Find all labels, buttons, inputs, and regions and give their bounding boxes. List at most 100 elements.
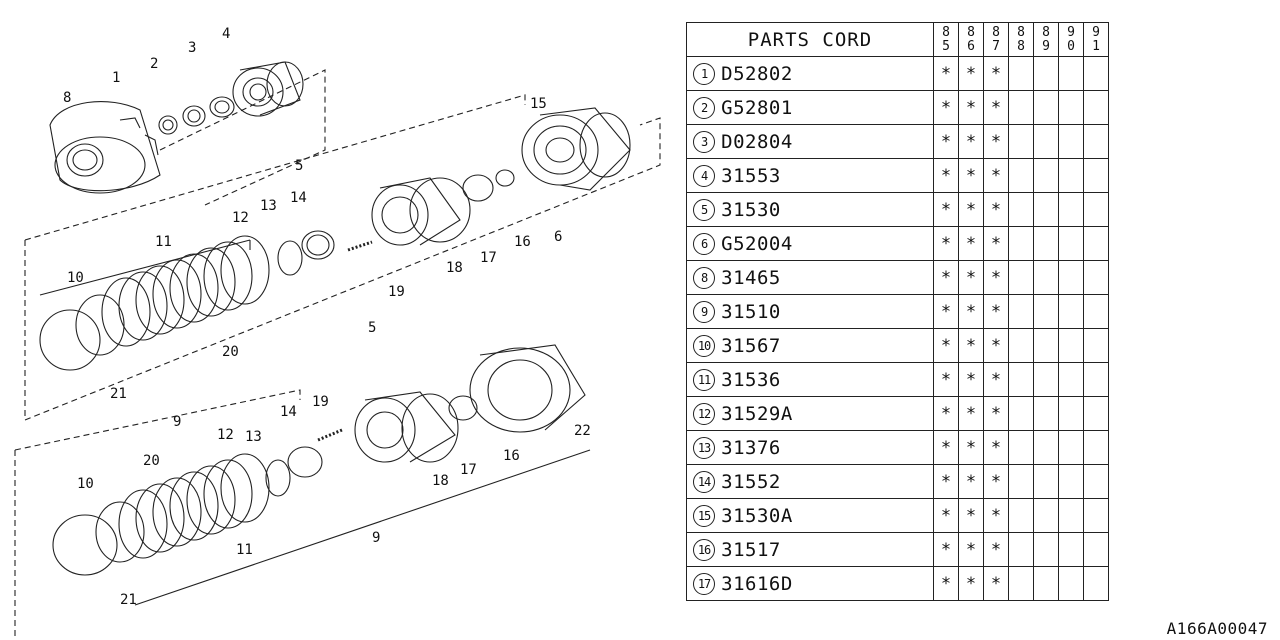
applicability-mark bbox=[1083, 90, 1109, 125]
callout-label: 21 bbox=[120, 592, 137, 608]
row-number: 11 bbox=[693, 368, 716, 391]
applicability-mark: * bbox=[933, 158, 959, 193]
applicability-mark: * bbox=[958, 498, 984, 533]
applicability-mark: * bbox=[983, 328, 1009, 363]
applicability-mark bbox=[1058, 328, 1084, 363]
applicability-mark bbox=[1008, 260, 1034, 295]
applicability-mark: * bbox=[933, 566, 959, 601]
callout-label: 18 bbox=[432, 473, 449, 489]
applicability-mark bbox=[1033, 532, 1059, 567]
applicability-mark bbox=[1008, 90, 1034, 125]
applicability-mark: * bbox=[958, 362, 984, 397]
callout-label: 9 bbox=[173, 414, 181, 430]
applicability-mark: * bbox=[958, 430, 984, 465]
callout-label: 9 bbox=[372, 530, 380, 546]
row-number-cell: 1 bbox=[686, 56, 722, 91]
applicability-mark bbox=[1058, 56, 1084, 91]
row-number: 4 bbox=[693, 164, 716, 187]
callout-label: 19 bbox=[312, 394, 329, 410]
applicability-mark bbox=[1058, 158, 1084, 193]
callout-label: 17 bbox=[460, 462, 477, 478]
callout-label: 11 bbox=[155, 234, 172, 250]
row-number: 16 bbox=[693, 538, 716, 561]
applicability-mark: * bbox=[958, 464, 984, 499]
applicability-mark: * bbox=[983, 294, 1009, 329]
applicability-mark bbox=[1058, 90, 1084, 125]
applicability-mark bbox=[1033, 430, 1059, 465]
part-code: D52802 bbox=[721, 56, 935, 91]
applicability-mark bbox=[1058, 566, 1084, 601]
applicability-mark: * bbox=[933, 362, 959, 397]
applicability-mark bbox=[1033, 566, 1059, 601]
callout-label: 17 bbox=[480, 250, 497, 266]
applicability-mark: * bbox=[958, 566, 984, 601]
row-number: 3 bbox=[693, 130, 716, 153]
callout-label: 15 bbox=[530, 96, 547, 112]
applicability-mark bbox=[1058, 498, 1084, 533]
applicability-mark bbox=[1033, 124, 1059, 159]
row-number-cell: 10 bbox=[686, 328, 722, 363]
applicability-mark: * bbox=[933, 226, 959, 261]
applicability-mark: * bbox=[933, 430, 959, 465]
applicability-mark bbox=[1083, 192, 1109, 227]
applicability-mark bbox=[1033, 498, 1059, 533]
applicability-mark bbox=[1058, 430, 1084, 465]
row-number-cell: 9 bbox=[686, 294, 722, 329]
applicability-mark bbox=[1083, 362, 1109, 397]
applicability-mark bbox=[1008, 464, 1034, 499]
applicability-mark: * bbox=[933, 56, 959, 91]
callout-label: 12 bbox=[217, 427, 234, 443]
row-number: 12 bbox=[693, 402, 716, 425]
applicability-mark: * bbox=[958, 532, 984, 567]
callout-label: 8 bbox=[63, 90, 71, 106]
applicability-mark bbox=[1033, 362, 1059, 397]
callout-label: 4 bbox=[222, 26, 230, 42]
applicability-mark bbox=[1033, 294, 1059, 329]
applicability-mark bbox=[1033, 464, 1059, 499]
piston-part-15 bbox=[521, 107, 631, 191]
washer-parts-1-3 bbox=[158, 96, 235, 135]
applicability-mark bbox=[1058, 192, 1084, 227]
applicability-mark: * bbox=[933, 498, 959, 533]
applicability-mark: * bbox=[983, 430, 1009, 465]
part-code: 31530 bbox=[721, 192, 935, 227]
table-title: PARTS CORD bbox=[686, 22, 934, 57]
part-code: G52801 bbox=[721, 90, 935, 125]
applicability-mark bbox=[1008, 362, 1034, 397]
clutch-plates-middle bbox=[101, 235, 270, 347]
applicability-mark bbox=[1008, 430, 1034, 465]
callout-label: 21 bbox=[110, 386, 127, 402]
applicability-mark bbox=[1033, 396, 1059, 431]
applicability-mark bbox=[1058, 226, 1084, 261]
applicability-mark bbox=[1033, 192, 1059, 227]
callout-label: 12 bbox=[232, 210, 249, 226]
applicability-mark: * bbox=[983, 192, 1009, 227]
clutch-drum-part-18 bbox=[371, 177, 471, 246]
applicability-mark bbox=[1008, 532, 1034, 567]
row-number: 6 bbox=[693, 232, 716, 255]
drum-part-8 bbox=[49, 101, 161, 194]
applicability-mark: * bbox=[983, 124, 1009, 159]
row-number: 8 bbox=[693, 266, 716, 289]
applicability-mark: * bbox=[983, 158, 1009, 193]
applicability-mark: * bbox=[983, 90, 1009, 125]
applicability-mark bbox=[1008, 192, 1034, 227]
part-code: 31552 bbox=[721, 464, 935, 499]
applicability-mark bbox=[1058, 362, 1084, 397]
applicability-mark bbox=[1058, 260, 1084, 295]
applicability-mark bbox=[1083, 328, 1109, 363]
